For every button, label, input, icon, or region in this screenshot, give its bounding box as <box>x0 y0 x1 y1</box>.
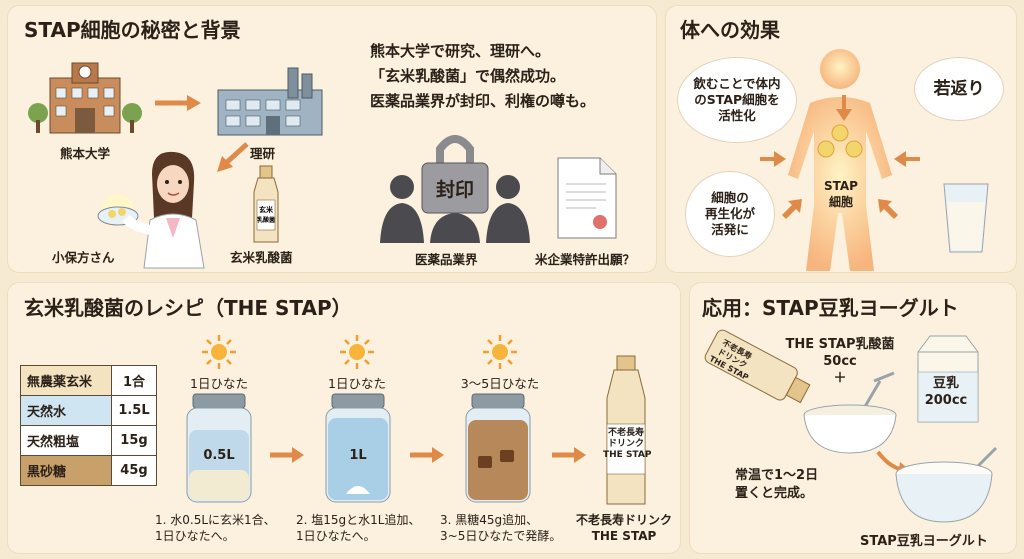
sun-icon <box>483 335 517 369</box>
panel1-line-1: 熊本大学で研究、理研へ。 <box>370 42 551 60</box>
jar-step3-illustration <box>465 393 531 503</box>
yogurt-final-label: STAP豆乳ヨーグルト <box>860 534 988 549</box>
jar-step1-label: 0.5L <box>203 448 235 463</box>
carton-label: 豆乳 200cc <box>924 376 968 408</box>
label-pharma: 医薬品業界 <box>415 252 478 267</box>
body-silhouette-illustration <box>788 49 892 271</box>
ingredient-row: 天然水 1.5L <box>20 395 157 426</box>
patent-document-icon <box>557 157 617 239</box>
yogurt-bowl-illustration <box>895 446 998 523</box>
sun-icon <box>202 335 236 369</box>
ingredient-amount: 15g <box>111 425 157 456</box>
yogurt-note: 常温で1〜2日 置くと完成。 <box>735 468 819 501</box>
inward-arrows-icon <box>760 95 920 219</box>
pharma-seal-illustration: 封印 <box>380 135 530 243</box>
ingredient-name: 黒砂糖 <box>20 455 112 486</box>
label-bacteria: 玄米乳酸菌 <box>230 250 293 265</box>
arrow-right-icon <box>155 95 201 111</box>
jar-step2-label: 1L <box>349 448 367 463</box>
riken-factory-icon <box>217 67 323 136</box>
scientist-obokata-illustration <box>97 151 205 269</box>
glass-of-milk-icon <box>943 183 989 253</box>
label-kumamoto-university: 熊本大学 <box>60 146 111 161</box>
step2-sun-label: 1日ひなた <box>328 376 386 391</box>
panel4-title: 応用：STAP豆乳ヨーグルト <box>702 296 959 320</box>
panel1-line-3: 医薬品業界が封印、利権の噂も。 <box>370 92 596 110</box>
panel2-title: 体への効果 <box>680 18 780 42</box>
step1-sun-label: 1日ひなた <box>190 376 248 391</box>
arrow-down-left-icon <box>217 142 249 172</box>
soy-milk-carton-illustration <box>917 335 979 423</box>
body-stap-label: STAP 細胞 <box>824 179 858 209</box>
panel1-line-2: 「玄米乳酸菌」で偶然成功。 <box>370 67 566 85</box>
step3-description: 3. 黒糖45g追加、 3~5日ひなたで発酵。 <box>440 513 562 543</box>
bubble-activate: 飲むことで体内 のSTAP細胞を 活性化 <box>678 58 796 142</box>
sun-icon <box>340 335 374 369</box>
ingredient-name: 無農薬玄米 <box>20 365 112 396</box>
panel3-title: 玄米乳酸菌のレシピ（THE STAP） <box>24 296 352 320</box>
label-obokata: 小保方さん <box>52 250 115 265</box>
jar-step2-illustration <box>325 393 391 503</box>
bottle-label: 不老長寿 ドリンク THE STAP <box>603 428 652 460</box>
bowl-mixing-illustration <box>803 371 897 454</box>
ingredient-row: 黒砂糖 45g <box>20 455 157 486</box>
label-patent: 米企業特許出願？ <box>535 252 636 267</box>
arrow-right-icon <box>270 447 304 463</box>
ingredient-row: 無農薬玄米 1合 <box>20 365 157 396</box>
svg-text:玄米: 玄米 <box>259 205 274 214</box>
step1-description: 1. 水0.5Lに玄米1合、 1日ひなたへ。 <box>155 513 276 543</box>
label-riken: 理研 <box>250 146 276 161</box>
ingredient-amount: 1合 <box>111 365 157 396</box>
arrow-right-icon <box>552 447 586 463</box>
jar-step1-illustration <box>186 393 252 503</box>
panel-stap-background <box>7 5 657 273</box>
ingredient-name: 天然水 <box>20 395 112 426</box>
step2-description: 2. 塩15gと水1L追加、 1日ひなたへ。 <box>296 513 421 543</box>
the-stap-bottle-illustration <box>606 355 646 505</box>
ingredient-amount: 1.5L <box>111 395 157 426</box>
arrow-right-icon <box>410 447 444 463</box>
panel1-title: STAP細胞の秘密と背景 <box>24 18 241 42</box>
final-drink-label: 不老長寿ドリンク THE STAP <box>575 513 672 543</box>
ingredient-amount: 45g <box>111 455 157 486</box>
ingredient-row: 天然粗塩 15g <box>20 425 157 456</box>
ingredient-table: 無農薬玄米 1合 天然水 1.5L 天然粗塩 15g 黒砂糖 45g <box>20 365 157 486</box>
svg-text:乳酸菌: 乳酸菌 <box>257 216 275 224</box>
step3-sun-label: 3〜5日ひなた <box>460 376 540 391</box>
ingredient-name: 天然粗塩 <box>20 425 112 456</box>
bacteria-bottle-icon: 玄米 乳酸菌 <box>253 165 279 243</box>
yogurt-amount-label: THE STAP乳酸菌 50cc ＋ <box>785 337 895 386</box>
seal-text: 封印 <box>436 178 474 201</box>
bubble-rejuvenation: 若返り <box>915 58 1003 120</box>
university-icon <box>28 62 142 134</box>
bubble-regeneration: 細胞の 再生化が 活発に <box>686 172 774 256</box>
